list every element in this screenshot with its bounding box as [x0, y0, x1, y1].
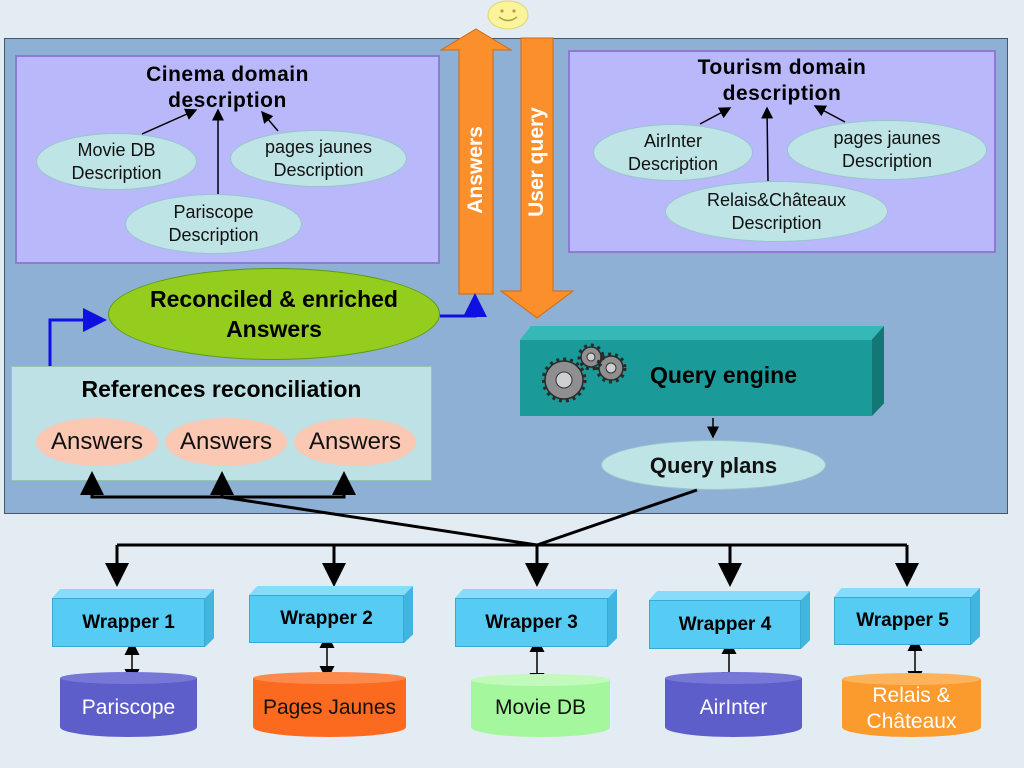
answers-ellipse-1: Answers	[36, 418, 158, 466]
source-airinter-label: AirInter	[699, 696, 768, 719]
source-relais: Relais & Châteaux	[842, 673, 981, 737]
wrapper-1-side	[205, 589, 214, 647]
source-pagesjaunes-body	[253, 678, 406, 737]
source-relais-body	[842, 679, 981, 737]
cinema-source-pariscope: Pariscope Description	[125, 194, 302, 254]
wrapper-4-side	[801, 591, 810, 649]
source-pagesjaunes-top	[253, 672, 406, 684]
source-pariscope-body	[60, 678, 197, 737]
source-airinter-body	[665, 678, 802, 737]
tourism-source-pagesjaunes: pages jaunes Description	[787, 120, 987, 180]
source-airinter: AirInter	[665, 672, 802, 737]
source-pariscope: Pariscope	[60, 672, 197, 737]
source-pagesjaunes: Pages Jaunes	[253, 672, 406, 737]
source-moviedb-body	[471, 680, 610, 737]
tourism-source-relais: Relais&Châteaux Description	[665, 181, 888, 242]
wrapper-4: Wrapper 4	[649, 600, 801, 649]
wrapper-1-top	[52, 589, 214, 598]
query-engine-label: Query engine	[650, 362, 797, 388]
wrapper-5-top	[834, 588, 980, 597]
query-plans: Query plans	[601, 440, 826, 490]
answers-ellipse-2: Answers	[165, 418, 287, 466]
wrapper-4-top	[649, 591, 810, 600]
wrapper-5-side	[971, 588, 980, 645]
wrapper-1: Wrapper 1	[52, 598, 205, 647]
cinema-source-moviedb: Movie DB Description	[36, 133, 197, 190]
smiley-icon	[487, 0, 529, 30]
tourism-domain-title: Tourism domain description	[697, 56, 867, 105]
cinema-source-pagesjaunes: pages jaunes Description	[230, 130, 407, 187]
query-engine-side	[872, 326, 884, 416]
wrapper-2-side	[404, 586, 413, 643]
gears-icon	[541, 342, 628, 408]
wrapper-3-side	[608, 589, 617, 647]
source-relais-top	[842, 673, 981, 685]
query-engine-top	[520, 326, 884, 340]
source-moviedb: Movie DB	[471, 674, 610, 737]
user-query-arrow	[499, 37, 575, 319]
source-relais-label: Relais & Châteaux	[866, 684, 957, 733]
source-pariscope-top	[60, 672, 197, 684]
wrapper-2-top	[249, 586, 413, 595]
source-airinter-top	[665, 672, 802, 684]
reconciled-answers: Reconciled & enriched Answers	[108, 268, 440, 360]
tourism-source-airinter: AirInter Description	[593, 124, 753, 181]
wrapper-3: Wrapper 3	[455, 598, 608, 647]
wrapper-2: Wrapper 2	[249, 595, 404, 643]
source-pagesjaunes-label: Pages Jaunes	[262, 696, 397, 719]
references-reconciliation-title: References reconciliation	[81, 376, 362, 402]
cinema-domain-title: Cinema domain description	[146, 63, 309, 112]
answers-ellipse-3: Answers	[294, 418, 416, 466]
source-pariscope-label: Pariscope	[81, 696, 176, 719]
wrapper-5: Wrapper 5	[834, 597, 971, 645]
source-moviedb-label: Movie DB	[494, 696, 587, 719]
source-moviedb-top	[471, 674, 610, 686]
wrapper-3-top	[455, 589, 617, 598]
